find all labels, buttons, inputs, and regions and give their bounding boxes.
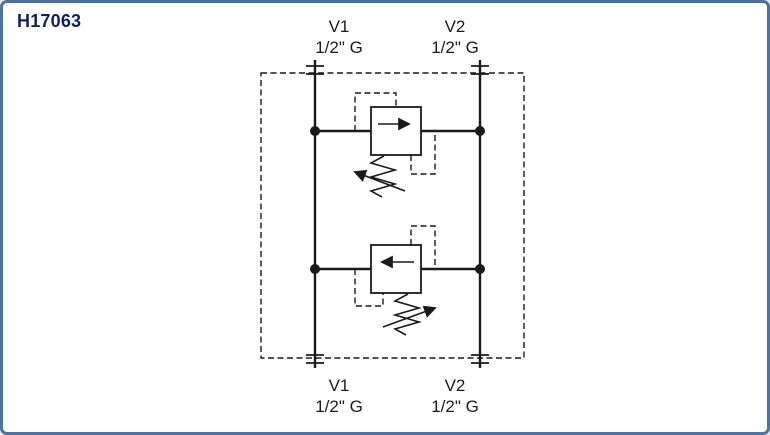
port-tick-marks <box>306 65 489 364</box>
upper-spring-symbol <box>368 155 398 198</box>
lower-adjustment-arrow-icon <box>382 305 437 328</box>
hydraulic-schematic: V1 1/2" G V2 1/2" G V1 1/2" G V2 1/2" G <box>260 17 525 416</box>
lower-pilot-line-dashed <box>354 269 384 307</box>
port-thread-v1-bottom: 1/2" G <box>315 397 363 416</box>
lower-valve-body <box>370 244 422 294</box>
port-thread-v2-bottom: 1/2" G <box>431 397 479 416</box>
port-labels-top: V1 1/2" G V2 1/2" G <box>315 17 479 57</box>
port-thread-v1-top: 1/2" G <box>315 38 363 57</box>
upper-drain-line-dashed <box>410 131 436 175</box>
junction-dot <box>310 126 320 136</box>
manifold-enclosure-dashed <box>260 72 525 359</box>
port-label-v2-bottom: V2 <box>445 376 466 395</box>
lower-spring-symbol <box>392 293 422 336</box>
port-label-v1-bottom: V1 <box>329 376 350 395</box>
port-lines <box>313 60 482 368</box>
junction-dot <box>310 264 320 274</box>
port-label-v2-top: V2 <box>445 17 466 36</box>
port-label-v1-top: V1 <box>329 17 350 36</box>
upper-adjustment-arrow-icon <box>353 169 406 192</box>
junction-dot <box>475 126 485 136</box>
upper-valve-body <box>370 106 422 156</box>
port-thread-v2-top: 1/2" G <box>431 38 479 57</box>
lower-relief-valve <box>310 225 485 336</box>
port-labels-bottom: V1 1/2" G V2 1/2" G <box>315 376 479 416</box>
drawing-code: H17063 <box>17 11 82 31</box>
upper-pilot-line-dashed <box>354 92 397 131</box>
junction-dot <box>475 264 485 274</box>
upper-relief-valve <box>310 92 485 198</box>
lower-drain-line-dashed <box>410 225 436 269</box>
